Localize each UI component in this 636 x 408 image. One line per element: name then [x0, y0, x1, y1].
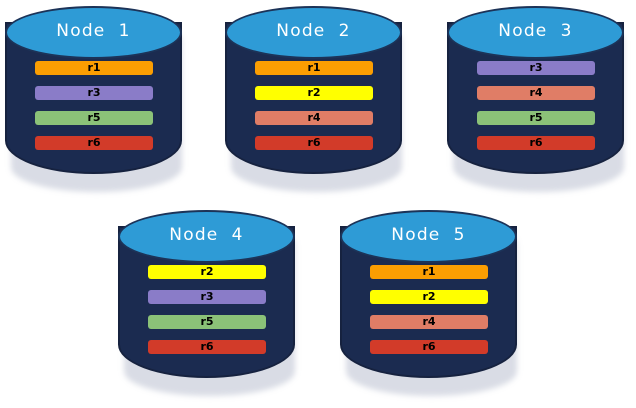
replica-bar[interactable]: r4: [255, 111, 373, 125]
node-label: Node 5: [391, 225, 466, 245]
cylinder-top-ellipse: [340, 210, 517, 263]
database-node-4[interactable]: Node 4 r2 r3 r5 r6: [118, 210, 295, 396]
database-node-3[interactable]: Node 3 r3 r4 r5 r6: [447, 6, 624, 192]
replica-bar[interactable]: r3: [477, 61, 595, 75]
node-label: Node 1: [56, 21, 131, 41]
replica-list: r1 r3 r5 r6: [35, 61, 153, 150]
node-label: Node 3: [498, 21, 573, 41]
database-node-2[interactable]: Node 2 r1 r2 r4 r6: [225, 6, 402, 192]
replica-bar[interactable]: r4: [370, 315, 488, 329]
replica-list: r1 r2 r4 r6: [370, 265, 488, 354]
replica-bar[interactable]: r5: [35, 111, 153, 125]
node-label: Node 2: [276, 21, 351, 41]
database-node-5[interactable]: Node 5 r1 r2 r4 r6: [340, 210, 517, 396]
replica-bar[interactable]: r6: [35, 136, 153, 150]
replica-bar[interactable]: r1: [35, 61, 153, 75]
replica-bar[interactable]: r3: [35, 86, 153, 100]
replica-bar[interactable]: r1: [255, 61, 373, 75]
replica-list: r1 r2 r4 r6: [255, 61, 373, 150]
replica-bar[interactable]: r1: [370, 265, 488, 279]
replica-bar[interactable]: r6: [148, 340, 266, 354]
replica-bar[interactable]: r5: [148, 315, 266, 329]
replica-list: r3 r4 r5 r6: [477, 61, 595, 150]
cylinder-top-ellipse: [118, 210, 295, 263]
replica-bar[interactable]: r6: [370, 340, 488, 354]
replica-bar[interactable]: r2: [370, 290, 488, 304]
node-label: Node 4: [169, 225, 244, 245]
cylinder-top-ellipse: [447, 6, 624, 59]
replica-bar[interactable]: r4: [477, 86, 595, 100]
replica-bar[interactable]: r6: [255, 136, 373, 150]
replica-bar[interactable]: r2: [148, 265, 266, 279]
cylinder-top-ellipse: [5, 6, 182, 59]
database-node-1[interactable]: Node 1 r1 r3 r5 r6: [5, 6, 182, 192]
replica-bar[interactable]: r6: [477, 136, 595, 150]
replica-bar[interactable]: r2: [255, 86, 373, 100]
replica-bar[interactable]: r5: [477, 111, 595, 125]
replica-list: r2 r3 r5 r6: [148, 265, 266, 354]
cylinder-top-ellipse: [225, 6, 402, 59]
replica-bar[interactable]: r3: [148, 290, 266, 304]
